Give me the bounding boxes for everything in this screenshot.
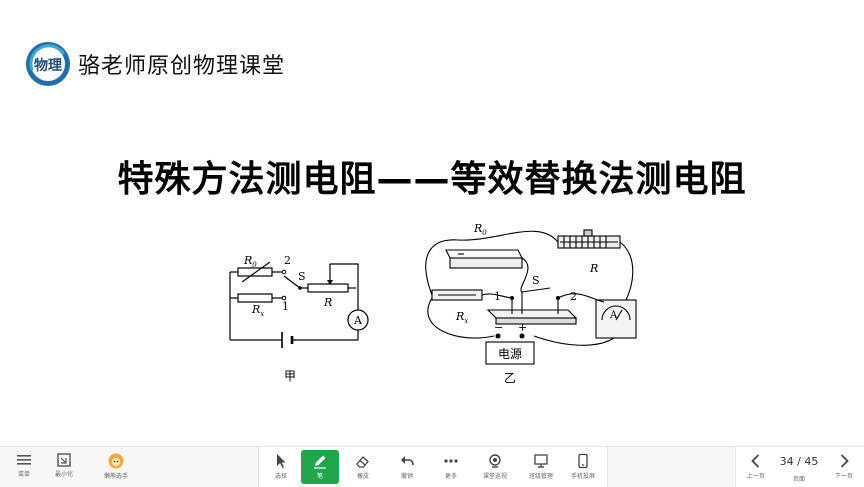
label-plus: +: [518, 321, 527, 334]
more-icon: [444, 459, 458, 463]
label-ammeter-b: A: [609, 310, 618, 321]
label-rx-b: Rx: [455, 310, 468, 325]
patrol-label: 课堂巡视: [482, 473, 507, 480]
minimize-icon: [57, 453, 71, 467]
user-button[interactable]: 懒熊选手: [96, 453, 136, 487]
avatar-icon: [108, 453, 124, 469]
label-minus: −: [494, 321, 503, 334]
select-tool[interactable]: 选择: [261, 453, 301, 487]
slide-headline: 特殊方法测电阻——等效替换法测电阻: [117, 159, 747, 200]
page-label: 页面: [792, 476, 805, 483]
more-tool[interactable]: 更多: [431, 453, 471, 487]
user-label: 懒熊选手: [103, 473, 128, 480]
cast-label: 手机投屏: [570, 473, 595, 480]
label-switch: S: [298, 270, 306, 283]
patrol-tool[interactable]: 课堂巡视: [475, 453, 515, 487]
label-ammeter: A: [353, 314, 363, 327]
eraser-icon: [356, 456, 369, 468]
logo-text: 物理: [34, 57, 62, 74]
phone-icon: [578, 453, 588, 469]
menu-button[interactable]: 菜单: [4, 453, 44, 487]
tool-group: 选择 笔 橡皮 撤销 更多 课堂巡视 班级管理 手机投屏: [258, 447, 608, 487]
label-node1-b: 1: [494, 290, 501, 303]
pen-icon: [314, 455, 326, 469]
chevron-right-icon: [840, 454, 849, 468]
brand-title: 骆老师原创物理课堂: [78, 54, 286, 79]
next-page-label: 下一页: [834, 473, 853, 480]
label-r0: R0: [243, 254, 257, 269]
prev-page-button[interactable]: 上一页: [736, 453, 776, 487]
menu-label: 菜单: [17, 471, 30, 478]
next-page-button[interactable]: 下一页: [824, 453, 864, 487]
chevron-left-icon: [751, 454, 760, 468]
more-label: 更多: [444, 473, 457, 480]
class-icon: [534, 454, 548, 468]
pen-label: 笔: [316, 473, 323, 480]
undo-label: 撤销: [400, 473, 413, 480]
undo-tool[interactable]: 撤销: [387, 453, 427, 487]
apparatus-drawing: R0 R Rx S 1 2 A − + 电源 乙: [425, 222, 637, 385]
logo: 物理: [26, 42, 70, 86]
select-label: 选择: [274, 473, 287, 480]
bottom-toolbar: 菜单 最小化 懒熊选手 选择 笔 橡皮 撤销 更多: [0, 446, 864, 487]
page-number: 34 / 45: [779, 455, 819, 468]
minimize-label: 最小化: [54, 471, 73, 478]
label-rheostat-b: R: [589, 262, 598, 275]
label-node2-b: 2: [570, 290, 577, 303]
cursor-icon: [277, 454, 286, 468]
label-r0-b: R0: [473, 222, 487, 237]
pager: 上一页 34 / 45 页面 下一页: [735, 447, 864, 487]
label-rheostat: R: [323, 296, 332, 309]
label-switch-b: S: [532, 274, 540, 287]
slide: 物理 骆老师原创物理课堂 特殊方法测电阻——等效替换法测电阻: [26, 42, 747, 385]
menu-icon: [17, 455, 31, 465]
pen-tool[interactable]: 笔: [300, 453, 340, 487]
label-rx: Rx: [251, 303, 264, 318]
label-node2: 2: [284, 254, 291, 267]
caption-jia: 甲: [284, 369, 296, 383]
page-indicator[interactable]: 34 / 45 页面: [774, 455, 824, 483]
class-tool[interactable]: 班级管理: [521, 453, 561, 487]
eraser-label: 橡皮: [356, 473, 369, 480]
undo-icon: [401, 456, 414, 466]
circuit-schematic: R0 Rx 2 1 S R A 甲: [229, 254, 369, 383]
label-power: 电源: [498, 347, 522, 361]
prev-page-label: 上一页: [746, 473, 765, 480]
pen-active-bg: [301, 450, 339, 484]
label-node1: 1: [282, 300, 289, 313]
caption-yi: 乙: [504, 371, 516, 385]
cast-tool[interactable]: 手机投屏: [563, 453, 603, 487]
camera-icon: [489, 454, 501, 468]
eraser-tool[interactable]: 橡皮: [343, 453, 383, 487]
class-label: 班级管理: [528, 473, 553, 480]
minimize-button[interactable]: 最小化: [44, 453, 84, 487]
